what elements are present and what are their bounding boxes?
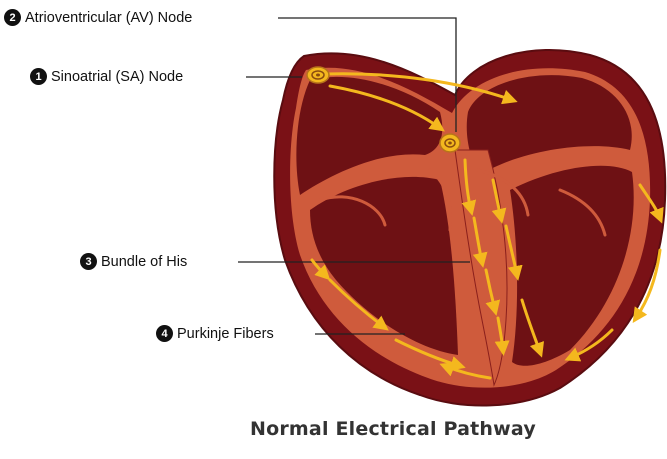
label-text: Atrioventricular (AV) Node (25, 10, 192, 26)
number-badge: 4 (156, 325, 173, 342)
number-badge: 1 (30, 68, 47, 85)
av-node-icon (440, 134, 460, 152)
label-text: Sinoatrial (SA) Node (51, 69, 183, 85)
label-sa-node: 1 Sinoatrial (SA) Node (30, 68, 183, 85)
label-bundle-of-his: 3 Bundle of His (80, 253, 187, 270)
label-text: Purkinje Fibers (177, 326, 274, 342)
number-badge: 3 (80, 253, 97, 270)
label-purkinje-fibers: 4 Purkinje Fibers (156, 325, 274, 342)
sa-node-icon (307, 67, 329, 83)
number-badge: 2 (4, 9, 21, 26)
diagram-caption: Normal Electrical Pathway (250, 418, 650, 440)
label-text: Bundle of His (101, 254, 187, 270)
label-av-node: 2 Atrioventricular (AV) Node (4, 9, 192, 26)
